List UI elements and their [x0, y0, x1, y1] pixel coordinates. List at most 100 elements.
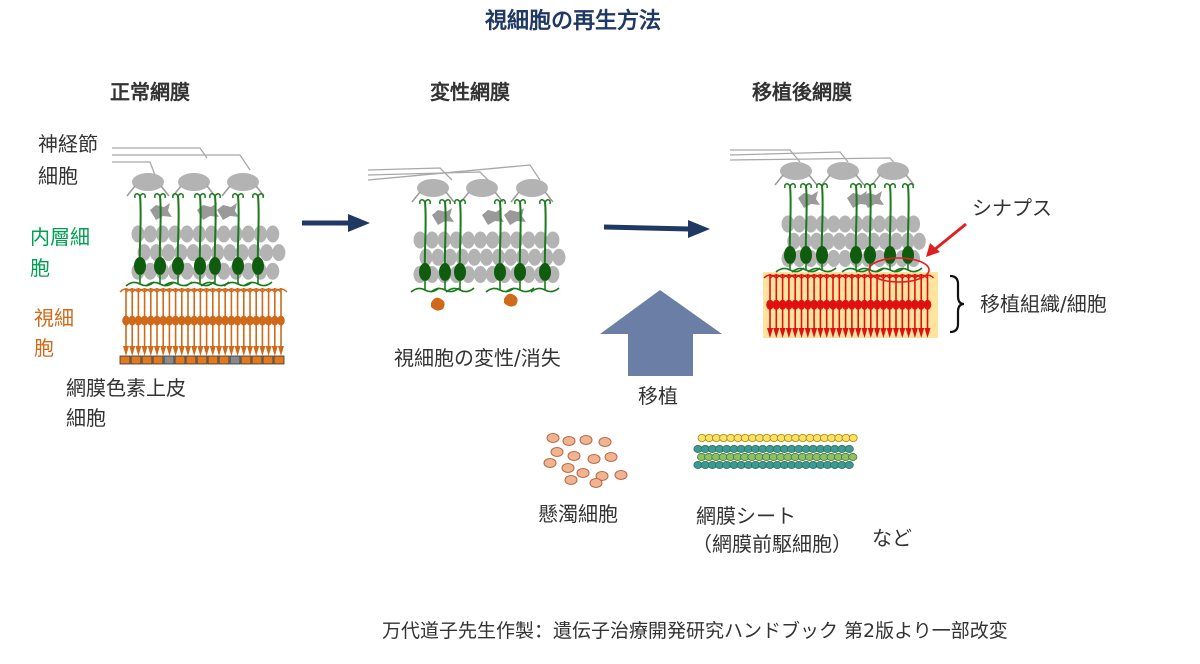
sheet-cell: [848, 453, 858, 461]
photoreceptor-outer-segment: [817, 328, 824, 338]
bipolar-dendrite: [430, 280, 460, 293]
sheet-cell: [844, 461, 854, 469]
bipolar-cell: [864, 246, 876, 264]
ganglion-axon: [112, 154, 251, 171]
photoreceptor-nucleus: [797, 299, 806, 310]
photoreceptor-nucleus: [804, 299, 812, 310]
photoreceptor-outer-segment: [172, 346, 179, 356]
photoreceptor-nucleus: [178, 315, 186, 326]
inner-cell: [827, 215, 841, 233]
bipolar-axon: [158, 195, 162, 267]
suspension-cell: [587, 454, 601, 464]
photoreceptor-outer-segment: [836, 328, 843, 338]
bipolar-cell: [172, 257, 184, 275]
inner-cell: [878, 232, 892, 250]
photoreceptor-terminal: [162, 288, 176, 293]
sheet-cell-yellow: [848, 433, 858, 442]
photoreceptor-terminal: [889, 274, 903, 279]
photoreceptor-outer-segment: [779, 328, 786, 338]
photoreceptor-nucleus: [233, 315, 242, 326]
photoreceptor-outer-segment: [899, 328, 906, 338]
photoreceptor-nucleus: [778, 299, 787, 310]
ganglion-cell: [877, 162, 909, 180]
inner-cell: [413, 231, 427, 249]
bipolar-axon: [788, 185, 792, 256]
amacrine-cell: [217, 203, 239, 220]
photoreceptor-terminal: [268, 288, 282, 293]
bipolar-terminal: [816, 183, 828, 189]
photoreceptor-outer-segment: [792, 328, 799, 338]
photoreceptor-outer-segment: [123, 346, 129, 356]
bipolar-dendrite: [775, 263, 805, 273]
bipolar-terminal: [194, 193, 206, 199]
inner-cell: [156, 225, 169, 243]
photoreceptor-terminal: [858, 274, 871, 279]
photoreceptor-nucleus: [240, 315, 248, 326]
inner-cell: [131, 225, 145, 243]
photoreceptor-nucleus: [122, 315, 130, 326]
inner-cell: [907, 215, 921, 233]
photoreceptor-nucleus: [252, 315, 260, 326]
photoreceptor-outer-segment: [222, 346, 229, 356]
label-ganglion-1: 神経節: [38, 132, 98, 156]
photoreceptor-nucleus: [196, 315, 205, 326]
bipolar-terminal: [514, 199, 526, 205]
suspension-cell: [604, 452, 618, 462]
photoreceptor-outer-segment: [811, 328, 818, 338]
photoreceptor-nucleus: [841, 299, 850, 310]
photoreceptor-outer-segment: [129, 346, 136, 356]
ganglion-axon: [367, 164, 541, 181]
photoreceptor-outer-segment: [804, 328, 811, 338]
bipolar-cell: [439, 263, 451, 281]
amacrine-cell: [847, 191, 869, 208]
bipolar-dendrite: [445, 280, 475, 293]
bipolar-cell: [494, 263, 506, 281]
photoreceptor-outer-segment: [848, 328, 855, 338]
photoreceptor-terminal: [870, 274, 884, 279]
photoreceptor-terminal: [763, 274, 777, 279]
label-rpe-1: 網膜色素上皮: [66, 376, 186, 400]
photoreceptor-outer-segment: [271, 346, 278, 356]
photoreceptor-terminal: [902, 274, 916, 279]
transplant-retina: [729, 149, 967, 338]
bipolar-terminal: [454, 199, 466, 205]
label-photo-2: 胞: [34, 336, 54, 360]
photoreceptor-terminal: [249, 288, 263, 293]
photoreceptor-terminal: [876, 274, 890, 279]
photoreceptor-outer-segment: [247, 346, 253, 356]
suspension-cell: [543, 458, 557, 468]
flow-arrow-1-head: [348, 214, 370, 232]
inner-cell: [223, 244, 237, 262]
inner-cell: [425, 231, 439, 249]
photoreceptor-nucleus: [184, 315, 192, 326]
rpe-cell: [196, 355, 208, 365]
bipolar-terminal: [864, 183, 876, 189]
bipolar-axon: [236, 195, 240, 267]
inner-cell: [241, 225, 255, 243]
inner-cell: [473, 231, 487, 249]
rpe-cell: [141, 355, 153, 365]
rpe-cell: [119, 355, 131, 365]
photoreceptor-terminal: [125, 288, 139, 293]
photoreceptor-outer-segment: [767, 328, 773, 338]
photoreceptor-terminal: [231, 288, 245, 293]
inner-cell: [254, 225, 267, 243]
inner-cell: [781, 215, 795, 233]
photoreceptor-nucleus: [816, 299, 825, 310]
credit-text: 万代道子先生作製：遺伝子治療開発研究ハンドブック 第2版より一部改変: [382, 620, 1008, 642]
panel-title-degenerate: 変性網膜: [430, 80, 510, 104]
bipolar-terminal: [134, 193, 146, 199]
bipolar-cell: [154, 257, 166, 275]
bipolar-terminal: [902, 183, 914, 189]
photoreceptor-nucleus: [772, 299, 781, 310]
photoreceptor-outer-segment: [278, 346, 284, 356]
suspension-cell: [562, 436, 576, 446]
inner-cell: [889, 232, 903, 250]
photoreceptor-terminal: [845, 274, 859, 279]
photoreceptor-terminal: [138, 288, 152, 293]
photoreceptor-terminal: [813, 274, 827, 279]
photoreceptor-outer-segment: [893, 328, 899, 338]
bipolar-axon: [868, 185, 872, 256]
photoreceptor-outer-segment: [880, 328, 887, 338]
suspension-cell: [567, 451, 581, 461]
